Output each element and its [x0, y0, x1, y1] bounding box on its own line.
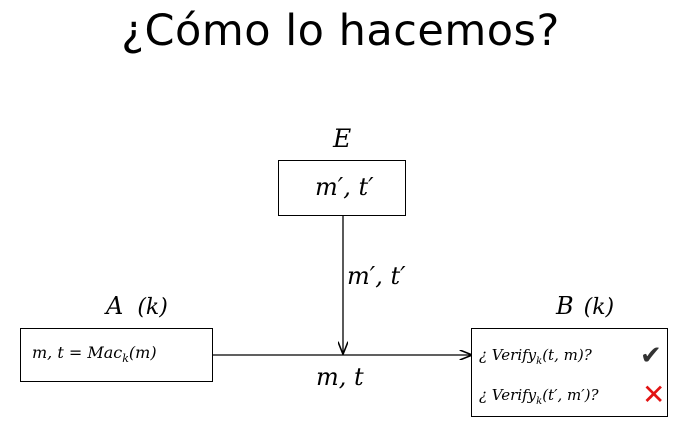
eve-label: E [333, 124, 352, 153]
verify-1-post: (t, m)? [542, 346, 592, 364]
alice-mac-sub: k [122, 352, 129, 366]
bob-box: ¿ Verifyk(t, m)? ✔ ¿ Verifyk(t′, m′)? ✕ [471, 328, 668, 417]
eve-box: m′, t′ [278, 160, 406, 216]
verify-1-sub: k [536, 356, 543, 367]
bob-header: B (k) [556, 292, 614, 321]
alice-mac-tail: (m) [128, 343, 157, 362]
alice-box: m, t = Mack(m) [20, 328, 213, 382]
cross-icon: ✕ [642, 378, 666, 411]
alice-mac-expression: m, t = Mack(m) [32, 343, 157, 365]
bob-key: (k) [583, 295, 615, 320]
verify-2-pre: ¿ Verify [479, 386, 537, 404]
verify-2-post: (t′, m′)? [542, 386, 599, 404]
check-icon: ✔ [640, 341, 662, 371]
eve-box-text: m′, t′ [315, 173, 374, 201]
alice-label: A [106, 292, 124, 320]
verify-2-sub: k [536, 396, 543, 407]
verify-1-pre: ¿ Verify [479, 346, 537, 364]
alice-mac-text: m, t = Mac [32, 343, 123, 362]
verify-line-2: ¿ Verifyk(t′, m′)? [479, 386, 599, 407]
eve-arrow-label: m′, t′ [347, 262, 406, 290]
page-title: ¿Cómo lo hacemos? [121, 6, 560, 56]
verify-line-1: ¿ Verifyk(t, m)? [479, 346, 592, 367]
bob-label: B [556, 292, 574, 320]
alice-key: (k) [137, 295, 168, 320]
alice-header: A (k) [106, 292, 168, 321]
channel-label: m, t [316, 363, 364, 391]
